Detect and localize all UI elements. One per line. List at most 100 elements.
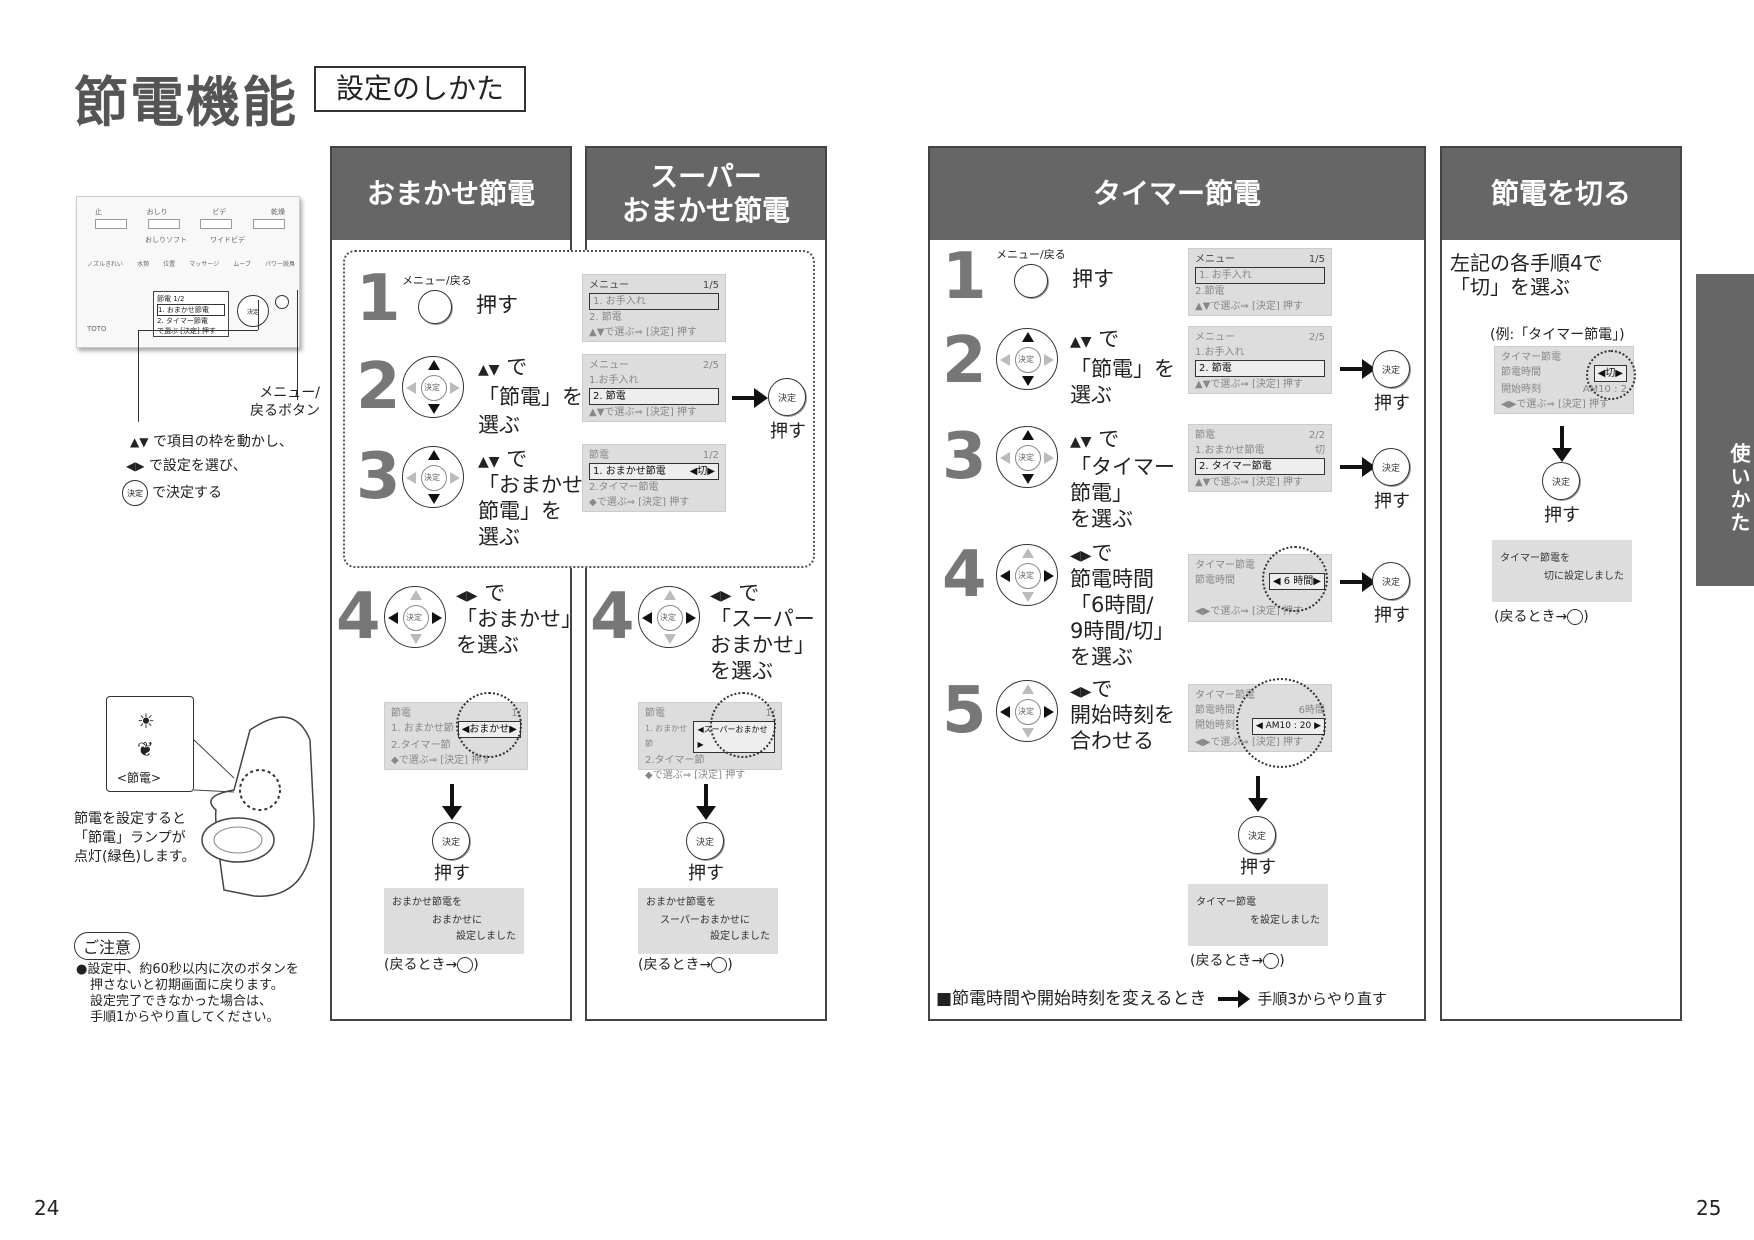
caution-line-2: 押さないと初期画面に戻ります。 bbox=[90, 978, 284, 993]
leftright-note: ◀▶ で設定を選び、 bbox=[126, 458, 247, 474]
decide-button[interactable]: 決定 bbox=[432, 822, 470, 860]
remote-position-label: 位置 bbox=[163, 261, 176, 268]
lamp-note-3: 点灯(緑色)します。 bbox=[74, 849, 196, 865]
remote-wide-bidet-label: ワイドビデ bbox=[210, 236, 245, 244]
omakase-step4-number: 4 bbox=[336, 580, 381, 654]
decide-button[interactable]: 決定 bbox=[1372, 562, 1410, 600]
dpad-leftright[interactable]: 決定 bbox=[638, 586, 700, 648]
decide-button[interactable]: 決定 bbox=[768, 378, 806, 416]
timer-step4-arrow bbox=[1340, 572, 1376, 592]
timer-step2-text3: 選ぶ bbox=[1070, 383, 1112, 407]
shared-step1-text: 押す bbox=[476, 293, 518, 317]
timer-step4-text4: 9時間/切」 bbox=[1070, 619, 1175, 643]
lamp-callout: ☀ ❦ <節電> bbox=[106, 696, 194, 792]
timer-back: (戻るとき→) bbox=[1190, 953, 1285, 969]
shared-step2-text2: 「節電」を bbox=[478, 385, 583, 409]
timer-push: 押す bbox=[1240, 857, 1276, 878]
remote-menu-button bbox=[275, 295, 289, 309]
column-super-head: スーパー おまかせ節電 bbox=[587, 148, 825, 240]
menu-button[interactable] bbox=[1014, 264, 1048, 298]
timer-step3-push: 押す bbox=[1374, 491, 1410, 512]
off-back: (戻るとき→) bbox=[1494, 609, 1589, 625]
dpad-updown[interactable]: 決定 bbox=[996, 328, 1058, 390]
super-step4-push: 押す bbox=[688, 863, 724, 884]
menu-button-icon bbox=[1567, 609, 1584, 625]
menu-button-icon bbox=[711, 957, 728, 973]
timer-step3-text2: 「タイマー bbox=[1070, 455, 1175, 479]
remote-lcd-line3: 2. タイマー節電 bbox=[157, 317, 208, 325]
remote-oshiri-label: おしり bbox=[146, 208, 168, 216]
timer-step1-text: 押す bbox=[1072, 267, 1114, 291]
decide-button[interactable]: 決定 bbox=[1372, 350, 1410, 388]
dpad-leftright[interactable]: 決定 bbox=[996, 544, 1058, 606]
dpad-updown[interactable]: 決定 bbox=[996, 426, 1058, 488]
dpad-updown[interactable]: 決定 bbox=[402, 356, 464, 418]
shared-step2-text3: 選ぶ bbox=[478, 413, 520, 437]
shared-step1-number: 1 bbox=[356, 262, 401, 336]
caution-title: ご注意 bbox=[74, 932, 141, 960]
timer-step5-text1: ◀▶で bbox=[1070, 677, 1113, 701]
omakase-step4-text2: 「おまかせ」 bbox=[456, 607, 582, 631]
lamp-caption: <節電> bbox=[117, 771, 162, 785]
timer-step4-push: 押す bbox=[1374, 605, 1410, 626]
off-result: タイマー節電を 切に設定しました bbox=[1492, 540, 1632, 602]
timer-step1-small: メニュー/戻る bbox=[996, 248, 1066, 261]
shared-step2-text1: ▲▼ で bbox=[478, 355, 528, 379]
decide-button[interactable]: 決定 bbox=[1372, 448, 1410, 486]
dpad-leftright[interactable]: 決定 bbox=[996, 680, 1058, 742]
column-timer-head: タイマー節電 bbox=[930, 148, 1424, 240]
timer-step5-text3: 合わせる bbox=[1070, 729, 1154, 753]
dpad-leftright[interactable]: 決定 bbox=[384, 586, 446, 648]
timer-step4-number: 4 bbox=[942, 538, 987, 612]
shared-step1-small: メニュー/戻る bbox=[402, 274, 472, 287]
remote-brand: TOTO bbox=[87, 325, 107, 333]
menu-button-icon bbox=[1263, 953, 1280, 969]
lamp-note-1: 節電を設定すると bbox=[74, 811, 186, 827]
remote-oshiri-soft-label: おしりソフト bbox=[145, 236, 187, 244]
remote-massage-label: マッサージ bbox=[189, 261, 220, 268]
page-number-right: 25 bbox=[1696, 1196, 1722, 1220]
menu-button[interactable] bbox=[418, 290, 452, 324]
timer-down-arrow bbox=[1248, 776, 1268, 812]
remote-nozzle-label: ノズルきれい bbox=[87, 261, 124, 268]
decide-button[interactable]: 決定 bbox=[1542, 462, 1580, 500]
off-line2: 「切」を選ぶ bbox=[1450, 275, 1570, 299]
decide-button[interactable]: 決定 bbox=[1238, 816, 1276, 854]
remote-move-label: ムーブ bbox=[233, 261, 251, 268]
super-result: おまかせ節電を スーパーおまかせに 設定しました bbox=[638, 888, 778, 954]
timer-step3-arrow bbox=[1340, 457, 1376, 477]
remote-lcd-line1: 節電 1/2 bbox=[157, 295, 185, 303]
super-step4-text1: ◀▶ で bbox=[710, 581, 760, 605]
omakase-result: おまかせ節電を おまかせに 設定しました bbox=[384, 888, 524, 954]
page-subtitle: 設定のしかた bbox=[314, 66, 526, 112]
dpad-updown[interactable]: 決定 bbox=[402, 446, 464, 508]
super-down-arrow bbox=[696, 784, 716, 820]
off-down-arrow bbox=[1552, 426, 1572, 462]
timer-step3-text4: を選ぶ bbox=[1070, 507, 1133, 531]
decide-button-icon: 決定 bbox=[122, 480, 148, 506]
menu-back-button-label: メニュー/ 戻るボタン bbox=[250, 385, 320, 419]
timer-step2-arrow bbox=[1340, 359, 1376, 379]
decide-button[interactable]: 決定 bbox=[686, 822, 724, 860]
timer-step2-text1: ▲▼ で bbox=[1070, 327, 1120, 351]
toilet-illustration bbox=[194, 716, 315, 897]
remote-lcd: 節電 1/2 1. おまかせ節電 2. タイマー節電 で選ぶ [決定] 押す bbox=[153, 291, 229, 337]
off-line1: 左記の各手順4で bbox=[1450, 251, 1603, 275]
super-step4-number: 4 bbox=[590, 580, 635, 654]
shared-step3-text4: 選ぶ bbox=[478, 525, 520, 549]
omakase-step4-text3: を選ぶ bbox=[456, 633, 519, 657]
timer-footer: ■節電時間や開始時刻を変えるとき 手順3からやり直す bbox=[936, 989, 1387, 1009]
remote-lcd-line4: で選ぶ [決定] 押す bbox=[157, 327, 216, 335]
timer-step4-text1: ◀▶で bbox=[1070, 541, 1113, 565]
side-tab-usage[interactable]: 使いかた bbox=[1696, 274, 1754, 586]
omakase-step4-push: 押す bbox=[434, 863, 470, 884]
timer-step2-text2: 「節電」を bbox=[1070, 357, 1175, 381]
timer-step5-text2: 開始時刻を bbox=[1070, 703, 1175, 727]
timer-step4-text2: 節電時間 bbox=[1070, 567, 1154, 591]
